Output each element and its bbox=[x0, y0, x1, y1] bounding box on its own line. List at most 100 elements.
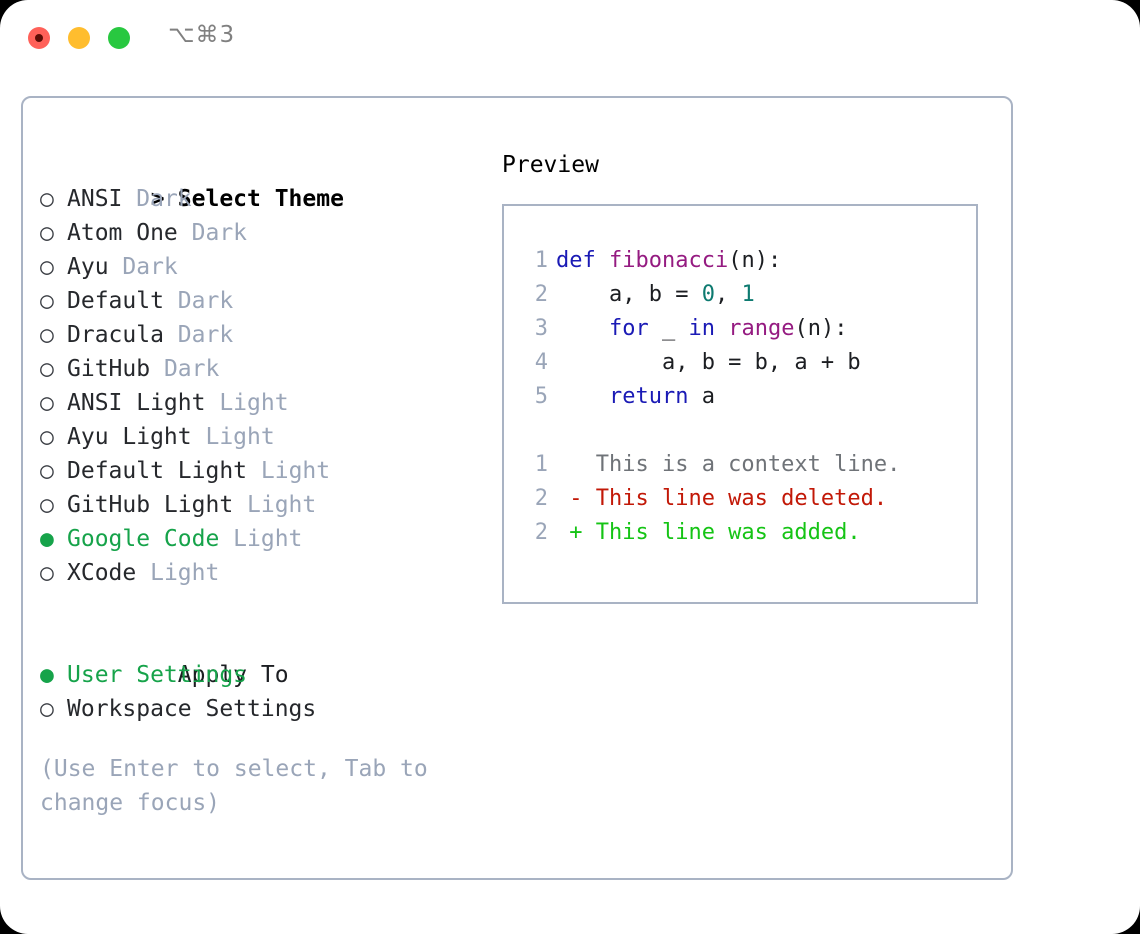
diff-line-number: 1 bbox=[534, 452, 548, 477]
theme-list-item[interactable]: ○XCode Light bbox=[40, 556, 500, 590]
code-line: 3 for _ in range(n): bbox=[522, 312, 976, 346]
code-token-txt bbox=[715, 316, 728, 341]
code-line-number: 2 bbox=[534, 282, 548, 307]
code-line: 2 a, b = 0, 1 bbox=[522, 278, 976, 312]
theme-category: Dark bbox=[136, 186, 192, 212]
diff-line: 2 - This line was deleted. bbox=[522, 482, 976, 516]
radio-unselected-icon: ○ bbox=[40, 492, 54, 518]
radio-selected-icon: ● bbox=[40, 662, 54, 688]
theme-list-item[interactable]: ○Dracula Dark bbox=[40, 318, 500, 352]
title-bar: ⌥⌘3 bbox=[0, 0, 1140, 78]
code-token-txt: , bbox=[714, 282, 742, 307]
theme-name: Dracula bbox=[67, 322, 178, 348]
theme-list-item[interactable]: ○GitHub Dark bbox=[40, 352, 500, 386]
theme-category: Dark bbox=[191, 220, 248, 246]
apply-to-list[interactable]: ● User Settings ○ Workspace Settings bbox=[40, 658, 500, 726]
diff-sample: 1 This is a context line. 2 - This line w… bbox=[522, 448, 976, 550]
code-token-txt: _ bbox=[648, 316, 689, 341]
diff-line-number: 2 bbox=[534, 520, 548, 545]
radio-unselected-icon: ○ bbox=[40, 322, 54, 348]
theme-name: XCode bbox=[67, 560, 151, 586]
diff-line-text: + This line was added. bbox=[556, 520, 861, 545]
code-diff-separator bbox=[522, 414, 976, 448]
theme-category: Light bbox=[247, 492, 317, 518]
theme-name: GitHub Light bbox=[67, 492, 248, 518]
apply-to-option-label: Workspace Settings bbox=[67, 696, 317, 722]
code-line: 4 a, b = b, a + b bbox=[522, 346, 976, 380]
theme-list-item[interactable]: ○Atom One Dark bbox=[40, 216, 500, 250]
theme-list-item[interactable]: ○ GitHub Light Light bbox=[40, 488, 500, 522]
diff-line-text: - This line was deleted. bbox=[556, 486, 888, 511]
maximize-button-icon[interactable] bbox=[108, 27, 130, 49]
apply-to-option[interactable]: ● User Settings bbox=[40, 658, 500, 692]
code-token-txt: a, b = bbox=[556, 282, 702, 307]
theme-category: Dark bbox=[122, 254, 178, 280]
code-token-txt: a, b = b, a + b bbox=[556, 350, 861, 375]
code-token-fn: fibonacci bbox=[608, 248, 729, 273]
code-line: 1 def fibonacci(n): bbox=[522, 244, 976, 278]
code-line-number: 4 bbox=[534, 350, 548, 375]
diff-line: 2 + This line was added. bbox=[522, 516, 976, 550]
code-line-number: 3 bbox=[534, 316, 548, 341]
apply-to-header: Apply To bbox=[40, 624, 500, 688]
theme-list-item[interactable]: ○Ayu Dark bbox=[40, 250, 500, 284]
code-token-kw: in bbox=[688, 316, 715, 341]
radio-unselected-icon: ○ bbox=[40, 424, 54, 450]
code-line-number: 5 bbox=[534, 384, 548, 409]
theme-list-item[interactable]: ● Google Code Light bbox=[40, 522, 500, 556]
diff-line-text: This is a context line. bbox=[556, 452, 901, 477]
theme-name: ANSI bbox=[67, 186, 137, 212]
code-line-number: 1 bbox=[534, 248, 548, 273]
close-button-icon[interactable] bbox=[28, 27, 50, 49]
radio-unselected-icon: ○ bbox=[40, 186, 54, 212]
code-token-num: 0 bbox=[701, 282, 715, 307]
theme-list-item[interactable]: ○ ANSI Dark bbox=[40, 182, 500, 216]
radio-unselected-icon: ○ bbox=[40, 220, 54, 246]
code-token-txt bbox=[556, 384, 609, 409]
main-card: >Select Theme ○ANSI Dark○Atom One Dark○A… bbox=[21, 96, 1013, 880]
theme-name: GitHub bbox=[67, 356, 164, 382]
theme-name: Google Code bbox=[67, 526, 234, 552]
code-token-fn: range bbox=[728, 316, 795, 341]
code-token-kw: return bbox=[608, 384, 689, 409]
preview-title: Preview bbox=[502, 152, 599, 178]
apply-to-title: Apply To bbox=[177, 662, 289, 688]
apply-to-option[interactable]: ○ Workspace Settings bbox=[40, 692, 500, 726]
theme-category: Light bbox=[233, 526, 303, 552]
select-theme-header: >Select Theme bbox=[40, 148, 500, 212]
radio-unselected-icon: ○ bbox=[40, 696, 54, 722]
code-token-num: 1 bbox=[741, 282, 755, 307]
list-spacer bbox=[40, 590, 500, 624]
theme-list-item[interactable]: ○ANSI Light Light bbox=[40, 386, 500, 420]
code-token-txt: a bbox=[688, 384, 715, 409]
code-line: 5 return a bbox=[522, 380, 976, 414]
radio-unselected-icon: ○ bbox=[40, 356, 54, 382]
traffic-lights bbox=[28, 27, 130, 49]
radio-unselected-icon: ○ bbox=[40, 458, 54, 484]
code-token-kw: def bbox=[556, 248, 609, 273]
theme-category: Light bbox=[150, 560, 220, 586]
theme-list-item[interactable]: ○Default Dark bbox=[40, 284, 500, 318]
code-token-txt bbox=[556, 316, 609, 341]
keyboard-shortcut-label: ⌥⌘3 bbox=[168, 22, 236, 48]
diff-line-number: 2 bbox=[534, 486, 548, 511]
radio-unselected-icon: ○ bbox=[40, 254, 54, 280]
radio-selected-icon: ● bbox=[40, 526, 54, 552]
theme-name: ANSI Light bbox=[67, 390, 220, 416]
theme-category: Light bbox=[219, 390, 289, 416]
theme-selection-column: >Select Theme ○ANSI Dark○Atom One Dark○A… bbox=[40, 148, 500, 820]
code-token-txt: (n): bbox=[794, 316, 848, 341]
theme-list[interactable]: ○ANSI Dark○Atom One Dark○Ayu Dark○Defaul… bbox=[40, 182, 500, 590]
theme-category: Light bbox=[205, 424, 275, 450]
theme-list-item[interactable]: ○Ayu Light Light bbox=[40, 420, 500, 454]
theme-list-item[interactable]: ○Default Light Light bbox=[40, 454, 500, 488]
theme-name: Default Light bbox=[67, 458, 261, 484]
radio-unselected-icon: ○ bbox=[40, 288, 54, 314]
apply-to-option-label: User Settings bbox=[67, 662, 248, 688]
code-token-txt: (n): bbox=[728, 248, 782, 273]
theme-category: Dark bbox=[177, 288, 234, 314]
minimize-button-icon[interactable] bbox=[68, 27, 90, 49]
